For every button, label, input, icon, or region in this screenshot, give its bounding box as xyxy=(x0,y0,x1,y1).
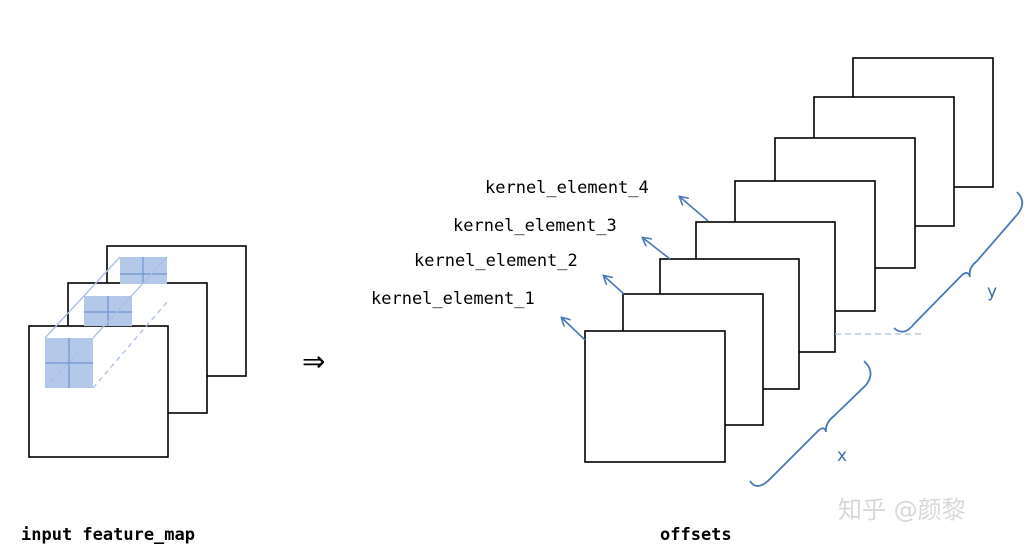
watermark: 知乎 @颜黎 xyxy=(838,496,966,524)
kernel-element-label-3: kernel_element_3 xyxy=(453,216,617,236)
offsets-caption: offsets xyxy=(660,525,732,545)
kernel-pointer-arrows xyxy=(562,197,709,341)
axis-y-label: y xyxy=(987,282,997,302)
implies-arrow-icon: ⇒ xyxy=(302,345,325,378)
input-feature-map-stack xyxy=(28,245,247,458)
pointer-arrow-2 xyxy=(604,276,625,295)
pointer-arrow-1 xyxy=(562,318,586,341)
kernel-element-label-2: kernel_element_2 xyxy=(414,251,578,271)
brace-x-icon xyxy=(749,360,872,487)
pointer-arrow-4 xyxy=(680,197,709,222)
patch-connector-lines xyxy=(44,256,168,389)
axis-x-label: x xyxy=(837,446,847,466)
offset-layer-1 xyxy=(584,330,726,463)
kernel-element-label-1: kernel_element_1 xyxy=(371,289,535,309)
pointer-arrow-3 xyxy=(643,238,671,260)
offsets-stack xyxy=(584,57,994,463)
kernel-patch-back xyxy=(120,257,167,284)
input-feature-map-caption: input feature_map xyxy=(21,525,195,545)
kernel-element-label-4: kernel_element_4 xyxy=(485,178,649,198)
brace-y-icon xyxy=(893,191,1024,333)
